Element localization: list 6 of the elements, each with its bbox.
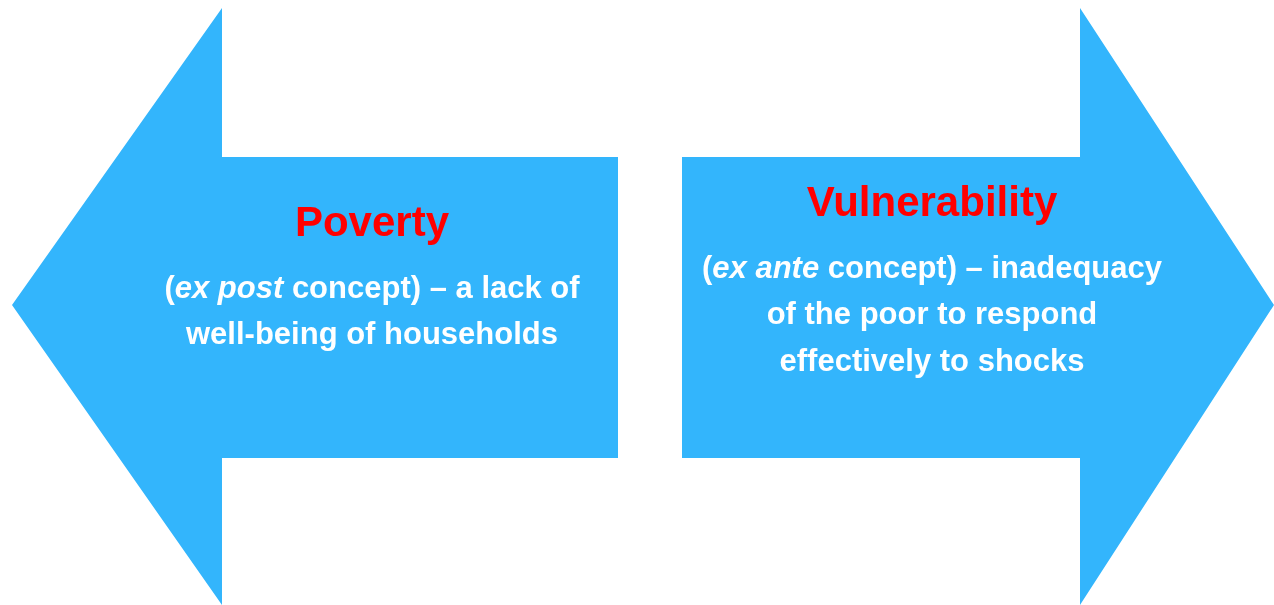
left-arrow-shape [12, 8, 618, 605]
arrow-description: (ex post concept) – a lack of well-being of households [163, 268, 581, 353]
arrow-title: Poverty [294, 197, 450, 247]
arrow-title: Vulnerability [806, 177, 1058, 227]
right-arrow-shape [682, 8, 1274, 605]
arrow-description: (ex ante concept) – inadequacy of the poor to respond effectively to shocks [702, 248, 1162, 380]
